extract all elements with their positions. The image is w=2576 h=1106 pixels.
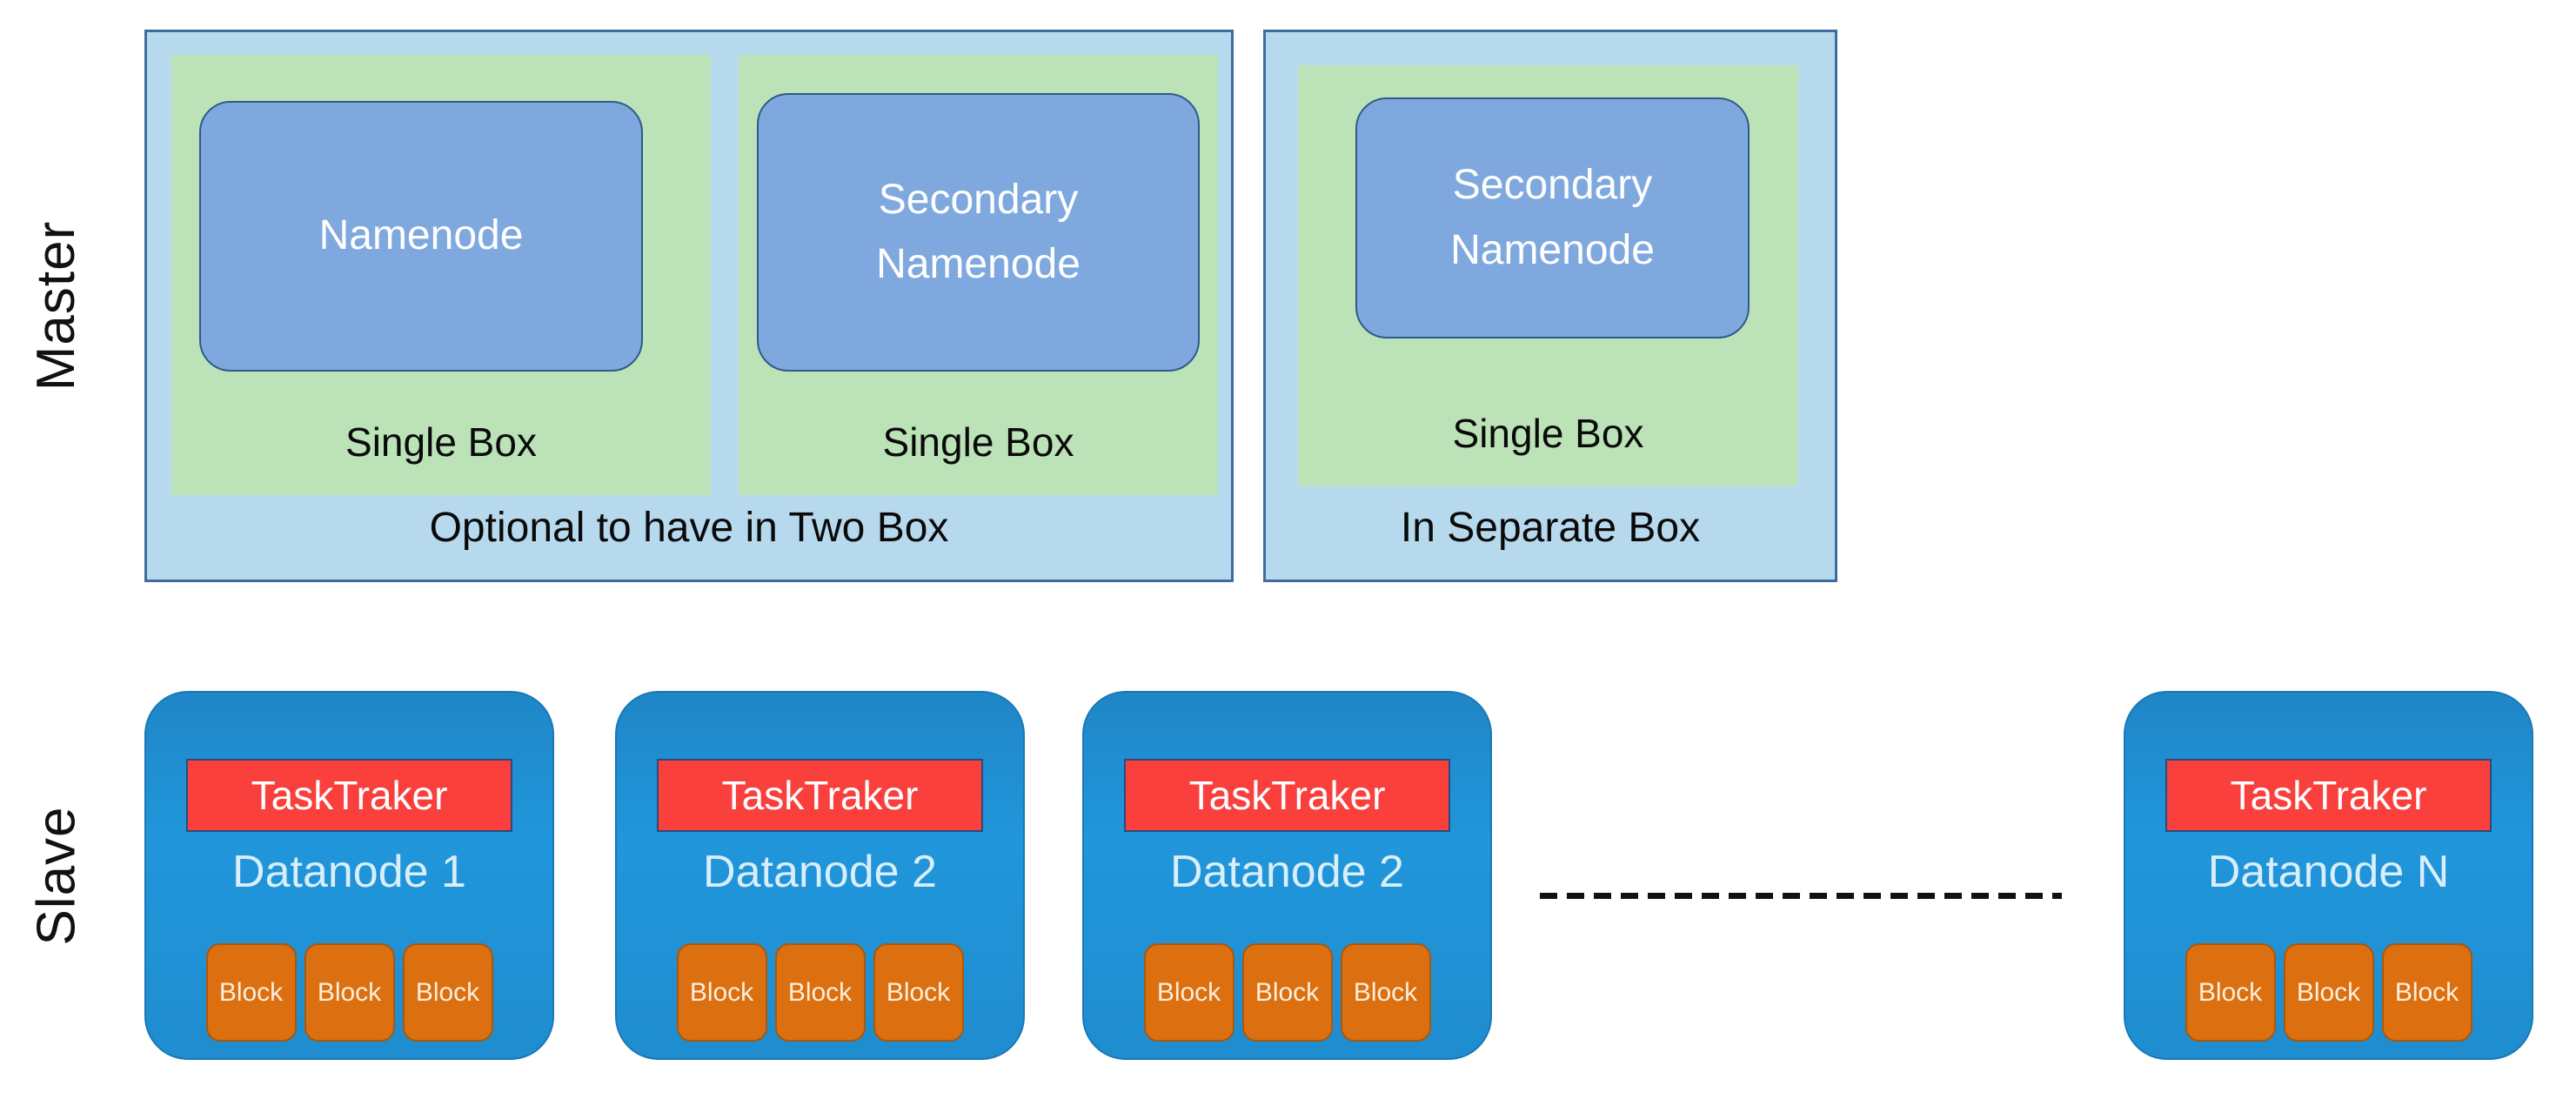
block-chip: Block (304, 943, 395, 1042)
block-chip: Block (1143, 943, 1234, 1042)
datanode-name: Datanode 2 (1170, 847, 1404, 897)
row-label-master: Master (0, 30, 113, 582)
row-label-slave: Slave (0, 691, 113, 1060)
secondary-namenode-box: Secondary Namenode (1355, 97, 1750, 339)
block-chip: Block (873, 943, 964, 1042)
block-chip: Block (774, 943, 866, 1042)
block-chip: Block (402, 943, 493, 1042)
block-chip: Block (2283, 943, 2374, 1042)
datanode-card: TaskTraker Datanode 1 Block Block Block (144, 691, 554, 1060)
block-chip: Block (205, 943, 297, 1042)
slave-label-text: Slave (26, 805, 87, 946)
single-box-unit: Namenode Single Box (171, 55, 711, 495)
optional-two-box-caption: Optional to have in Two Box (429, 505, 949, 551)
master-two-box-container: Namenode Single Box Secondary Namenode S… (144, 30, 1234, 582)
tasktracker-badge: TaskTraker (2165, 759, 2492, 832)
datanode-card: TaskTraker Datanode 2 Block Block Block (615, 691, 1025, 1060)
single-box-label: Single Box (882, 419, 1074, 465)
tasktracker-badge: TaskTraker (657, 759, 983, 832)
namenode-label: Namenode (318, 212, 524, 259)
in-separate-box-caption: In Separate Box (1400, 505, 1701, 551)
secondary-namenode-label: Secondary Namenode (876, 176, 1081, 287)
block-row: Block Block Block (617, 943, 1023, 1042)
block-chip: Block (2381, 943, 2472, 1042)
secondary-namenode-label: Secondary Namenode (1450, 162, 1655, 273)
block-row: Block Block Block (2125, 943, 2532, 1042)
single-box-unit: Secondary Namenode Single Box (739, 55, 1218, 495)
master-separate-box-container: Secondary Namenode Single Box In Separat… (1263, 30, 1837, 582)
master-label-text: Master (26, 220, 87, 392)
block-row: Block Block Block (146, 943, 552, 1042)
datanode-card: TaskTraker Datanode N Block Block Block (2124, 691, 2533, 1060)
datanode-name: Datanode 1 (232, 847, 466, 897)
block-chip: Block (676, 943, 767, 1042)
tasktracker-badge: TaskTraker (186, 759, 512, 832)
single-box-unit: Secondary Namenode Single Box (1298, 65, 1798, 486)
dashed-ellipsis-connector (1540, 893, 2062, 899)
block-chip: Block (1340, 943, 1431, 1042)
block-chip: Block (1241, 943, 1333, 1042)
datanode-card: TaskTraker Datanode 2 Block Block Block (1082, 691, 1492, 1060)
single-box-label: Single Box (1452, 411, 1644, 456)
secondary-namenode-box: Secondary Namenode (757, 93, 1200, 372)
datanode-name: Datanode N (2207, 847, 2450, 897)
datanode-name: Datanode 2 (703, 847, 937, 897)
block-chip: Block (2185, 943, 2276, 1042)
tasktracker-badge: TaskTraker (1124, 759, 1450, 832)
single-box-label: Single Box (345, 419, 537, 465)
namenode-box: Namenode (199, 101, 643, 372)
block-row: Block Block Block (1084, 943, 1490, 1042)
